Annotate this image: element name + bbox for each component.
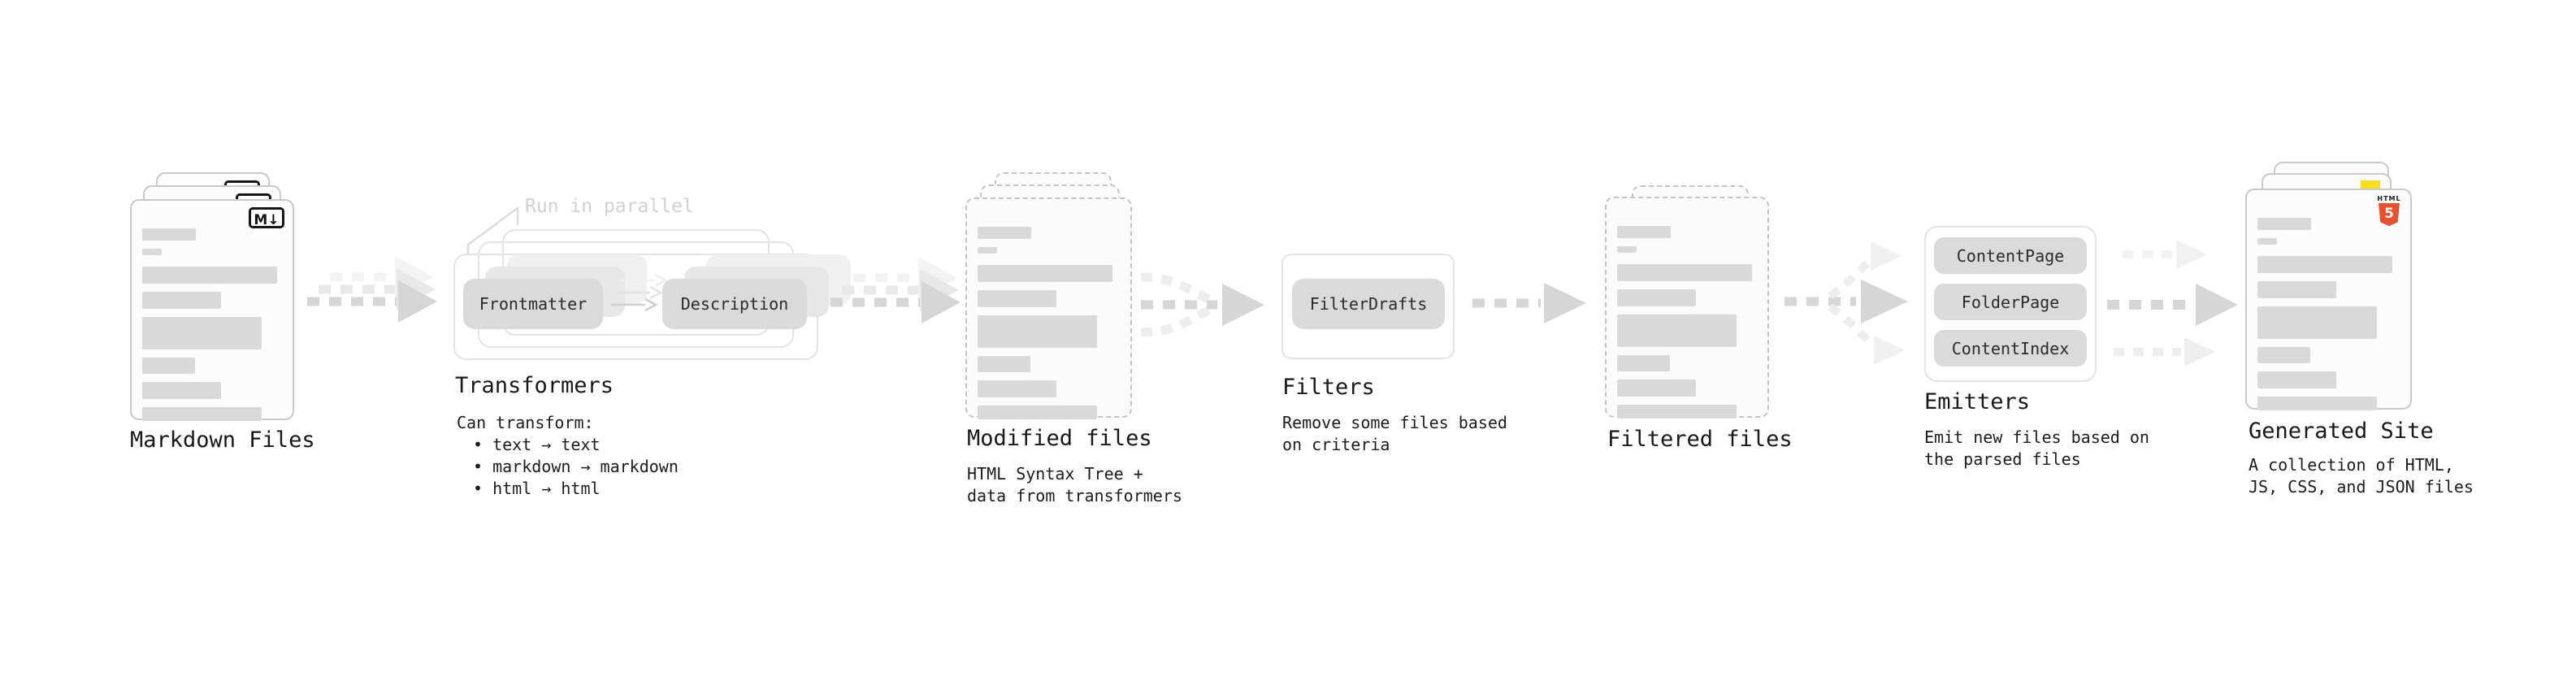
transformers-label: Transformers xyxy=(455,373,614,398)
markdown-file-front: M↓ xyxy=(130,199,294,421)
filterdrafts-box: FilterDrafts xyxy=(1292,279,1445,329)
generated-site-label: Generated Site xyxy=(2249,419,2434,444)
generated-site-description: A collection of HTML, JS, CSS, and JSON … xyxy=(2249,455,2474,497)
markdown-icon: M↓ xyxy=(249,207,284,228)
js-icon xyxy=(2361,180,2380,189)
frontmatter-box: Frontmatter xyxy=(463,279,603,329)
document-text-placeholder xyxy=(142,201,277,421)
markdown-files-label: Markdown Files xyxy=(130,427,315,453)
bullet-item: • text → text xyxy=(473,435,601,454)
filters-label: Filters xyxy=(1282,375,1375,400)
arrow-modified-to-filters xyxy=(1140,272,1264,337)
filtered-file-front xyxy=(1605,197,1769,419)
modified-file-front xyxy=(965,197,1132,419)
arrow-filters-to-filtered xyxy=(1472,283,1586,323)
arrow-markdown-to-transformers xyxy=(307,256,437,323)
html5-icon: HTML 5 xyxy=(2376,195,2402,226)
document-text-placeholder xyxy=(2257,190,2392,410)
contentpage-box: ContentPage xyxy=(1934,237,2087,274)
bullet-item: • html → html xyxy=(473,479,601,498)
contentindex-box: ContentIndex xyxy=(1934,330,2087,367)
emitters-label: Emitters xyxy=(1924,389,2031,414)
description-box: Description xyxy=(662,279,807,329)
modified-files-description: HTML Syntax Tree + data from transformer… xyxy=(967,464,1182,505)
filters-description: Remove some files based on criteria xyxy=(1282,413,1507,454)
document-text-placeholder xyxy=(978,199,1112,419)
run-in-parallel-note: Run in parallel xyxy=(525,196,694,217)
filtered-files-label: Filtered files xyxy=(1607,427,1793,452)
modified-files-label: Modified files xyxy=(967,426,1152,451)
can-transform-heading: Can transform: xyxy=(457,413,594,432)
document-text-placeholder xyxy=(1617,198,1752,419)
generated-file-html: HTML 5 xyxy=(2245,189,2412,410)
arrow-emitters-to-generated xyxy=(2107,240,2238,367)
arrow-filtered-to-emitters xyxy=(1785,241,1908,365)
bullet-item: • markdown → markdown xyxy=(473,457,679,476)
folderpage-box: FolderPage xyxy=(1934,284,2087,320)
transformers-description: Can transform: • text → text • markdown … xyxy=(457,412,679,500)
emitters-description: Emit new files based on the parsed files xyxy=(1924,427,2149,469)
